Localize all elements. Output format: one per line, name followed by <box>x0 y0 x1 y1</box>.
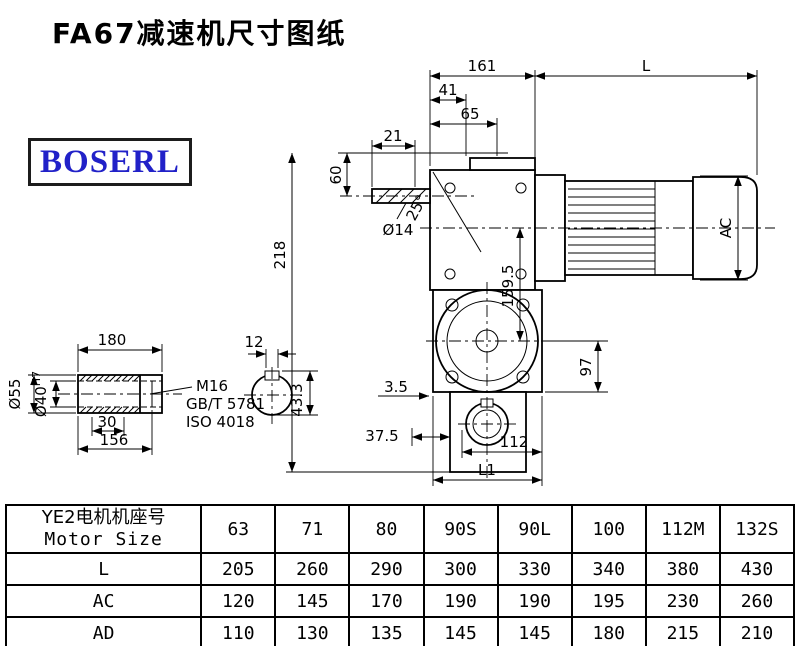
cell-L-0: 205 <box>200 552 277 586</box>
row-label-AD: AD <box>4 616 203 646</box>
dim-dia55: Ø55 <box>6 379 24 410</box>
dim-159-5: 159.5 <box>499 265 517 308</box>
column-header-132s: 132S <box>718 504 796 554</box>
cell-AD-2: 135 <box>348 616 425 646</box>
table-row-L: L 205 260 290 300 330 340 380 430 <box>4 552 796 586</box>
cell-L-5: 340 <box>570 552 647 586</box>
table-row-AD: AD 110 130 135 145 145 180 215 210 <box>4 616 796 646</box>
dim-dia14: Ø14 <box>383 221 414 239</box>
motor-size-table: YE2电机机座号 Motor Size 63 71 80 90S 90L 100… <box>4 504 796 646</box>
leader-dia14 <box>396 202 407 220</box>
column-header-90s: 90S <box>422 504 499 554</box>
dim-156: 156 <box>100 431 129 449</box>
page-title: FA67减速机尺寸图纸 <box>52 17 347 50</box>
dim-30: 30 <box>97 413 116 431</box>
note-standard2: ISO 4018 <box>186 413 255 431</box>
leader-m16 <box>149 386 193 395</box>
row-label-L: L <box>4 552 203 586</box>
dim-L1: L1 <box>478 461 496 479</box>
cell-L-7: 430 <box>718 552 796 586</box>
dim-161: 161 <box>468 57 497 75</box>
cell-L-4: 330 <box>496 552 573 586</box>
column-header-63: 63 <box>200 504 277 554</box>
cell-AC-3: 190 <box>422 584 499 618</box>
key-section-view <box>244 367 300 424</box>
dim-180: 180 <box>98 331 127 349</box>
column-header-71: 71 <box>274 504 351 554</box>
dim-112: 112 <box>500 433 529 451</box>
cell-AC-0: 120 <box>200 584 277 618</box>
dim-218: 218 <box>271 241 289 270</box>
cell-L-2: 290 <box>348 552 425 586</box>
column-header-90l: 90L <box>496 504 573 554</box>
cell-AD-4: 145 <box>496 616 573 646</box>
dim-37-5: 37.5 <box>365 427 398 445</box>
cell-AD-3: 145 <box>422 616 499 646</box>
dim-60: 60 <box>327 165 345 184</box>
column-header-112m: 112M <box>644 504 721 554</box>
table-header-label: YE2电机机座号 Motor Size <box>4 504 203 554</box>
dim-L: L <box>642 57 651 75</box>
detail-dimensions: 180 12 Ø55 Ø40H7 30 156 43.3 M16 GB/T 57… <box>6 331 318 455</box>
cell-AC-2: 170 <box>348 584 425 618</box>
cell-AD-7: 210 <box>718 616 796 646</box>
column-header-100: 100 <box>570 504 647 554</box>
dim-AC: AC <box>717 218 735 238</box>
cell-AC-5: 195 <box>570 584 647 618</box>
cell-AC-6: 230 <box>644 584 721 618</box>
shaft-hatching <box>79 374 141 414</box>
brand-logo: BOSERL <box>28 138 192 186</box>
dim-21: 21 <box>383 127 402 145</box>
dim-3-5: 3.5 <box>384 378 408 396</box>
motor-cooling-fins <box>568 181 656 275</box>
table-row-AC: AC 120 145 170 190 190 195 230 260 <box>4 584 796 618</box>
gearbox-outline <box>429 157 543 473</box>
cell-L-6: 380 <box>644 552 721 586</box>
dim-97: 97 <box>577 357 595 376</box>
cell-L-1: 260 <box>274 552 351 586</box>
row-label-AC: AC <box>4 584 203 618</box>
note-standard1: GB/T 5781 <box>186 395 265 413</box>
table-header-row: YE2电机机座号 Motor Size 63 71 80 90S 90L 100… <box>4 504 796 554</box>
dim-dia40: Ø40H7 <box>30 371 50 417</box>
dim-65: 65 <box>460 105 479 123</box>
cell-AD-5: 180 <box>570 616 647 646</box>
cell-L-3: 300 <box>422 552 499 586</box>
dim-43-3: 43.3 <box>288 383 306 416</box>
cell-AC-1: 145 <box>274 584 351 618</box>
brand-logo-text: BOSERL <box>40 143 180 180</box>
dim-12: 12 <box>244 333 263 351</box>
technical-drawing: 161 L 41 65 21 60 Ø14 218 25° AC 159.5 9… <box>6 57 775 486</box>
cell-AC-7: 260 <box>718 584 796 618</box>
slant-edge <box>432 171 482 253</box>
header-cn: YE2电机机座号 <box>41 507 166 528</box>
cell-AD-1: 130 <box>274 616 351 646</box>
main-dimensions: 161 L 41 65 21 60 Ø14 218 25° AC 159.5 9… <box>271 57 758 486</box>
header-en: Motor Size <box>44 529 163 550</box>
cell-AC-4: 190 <box>496 584 573 618</box>
note-thread: M16 <box>196 377 228 395</box>
cell-AD-6: 215 <box>644 616 721 646</box>
cell-AD-0: 110 <box>200 616 277 646</box>
dim-41: 41 <box>438 81 457 99</box>
column-header-80: 80 <box>348 504 425 554</box>
